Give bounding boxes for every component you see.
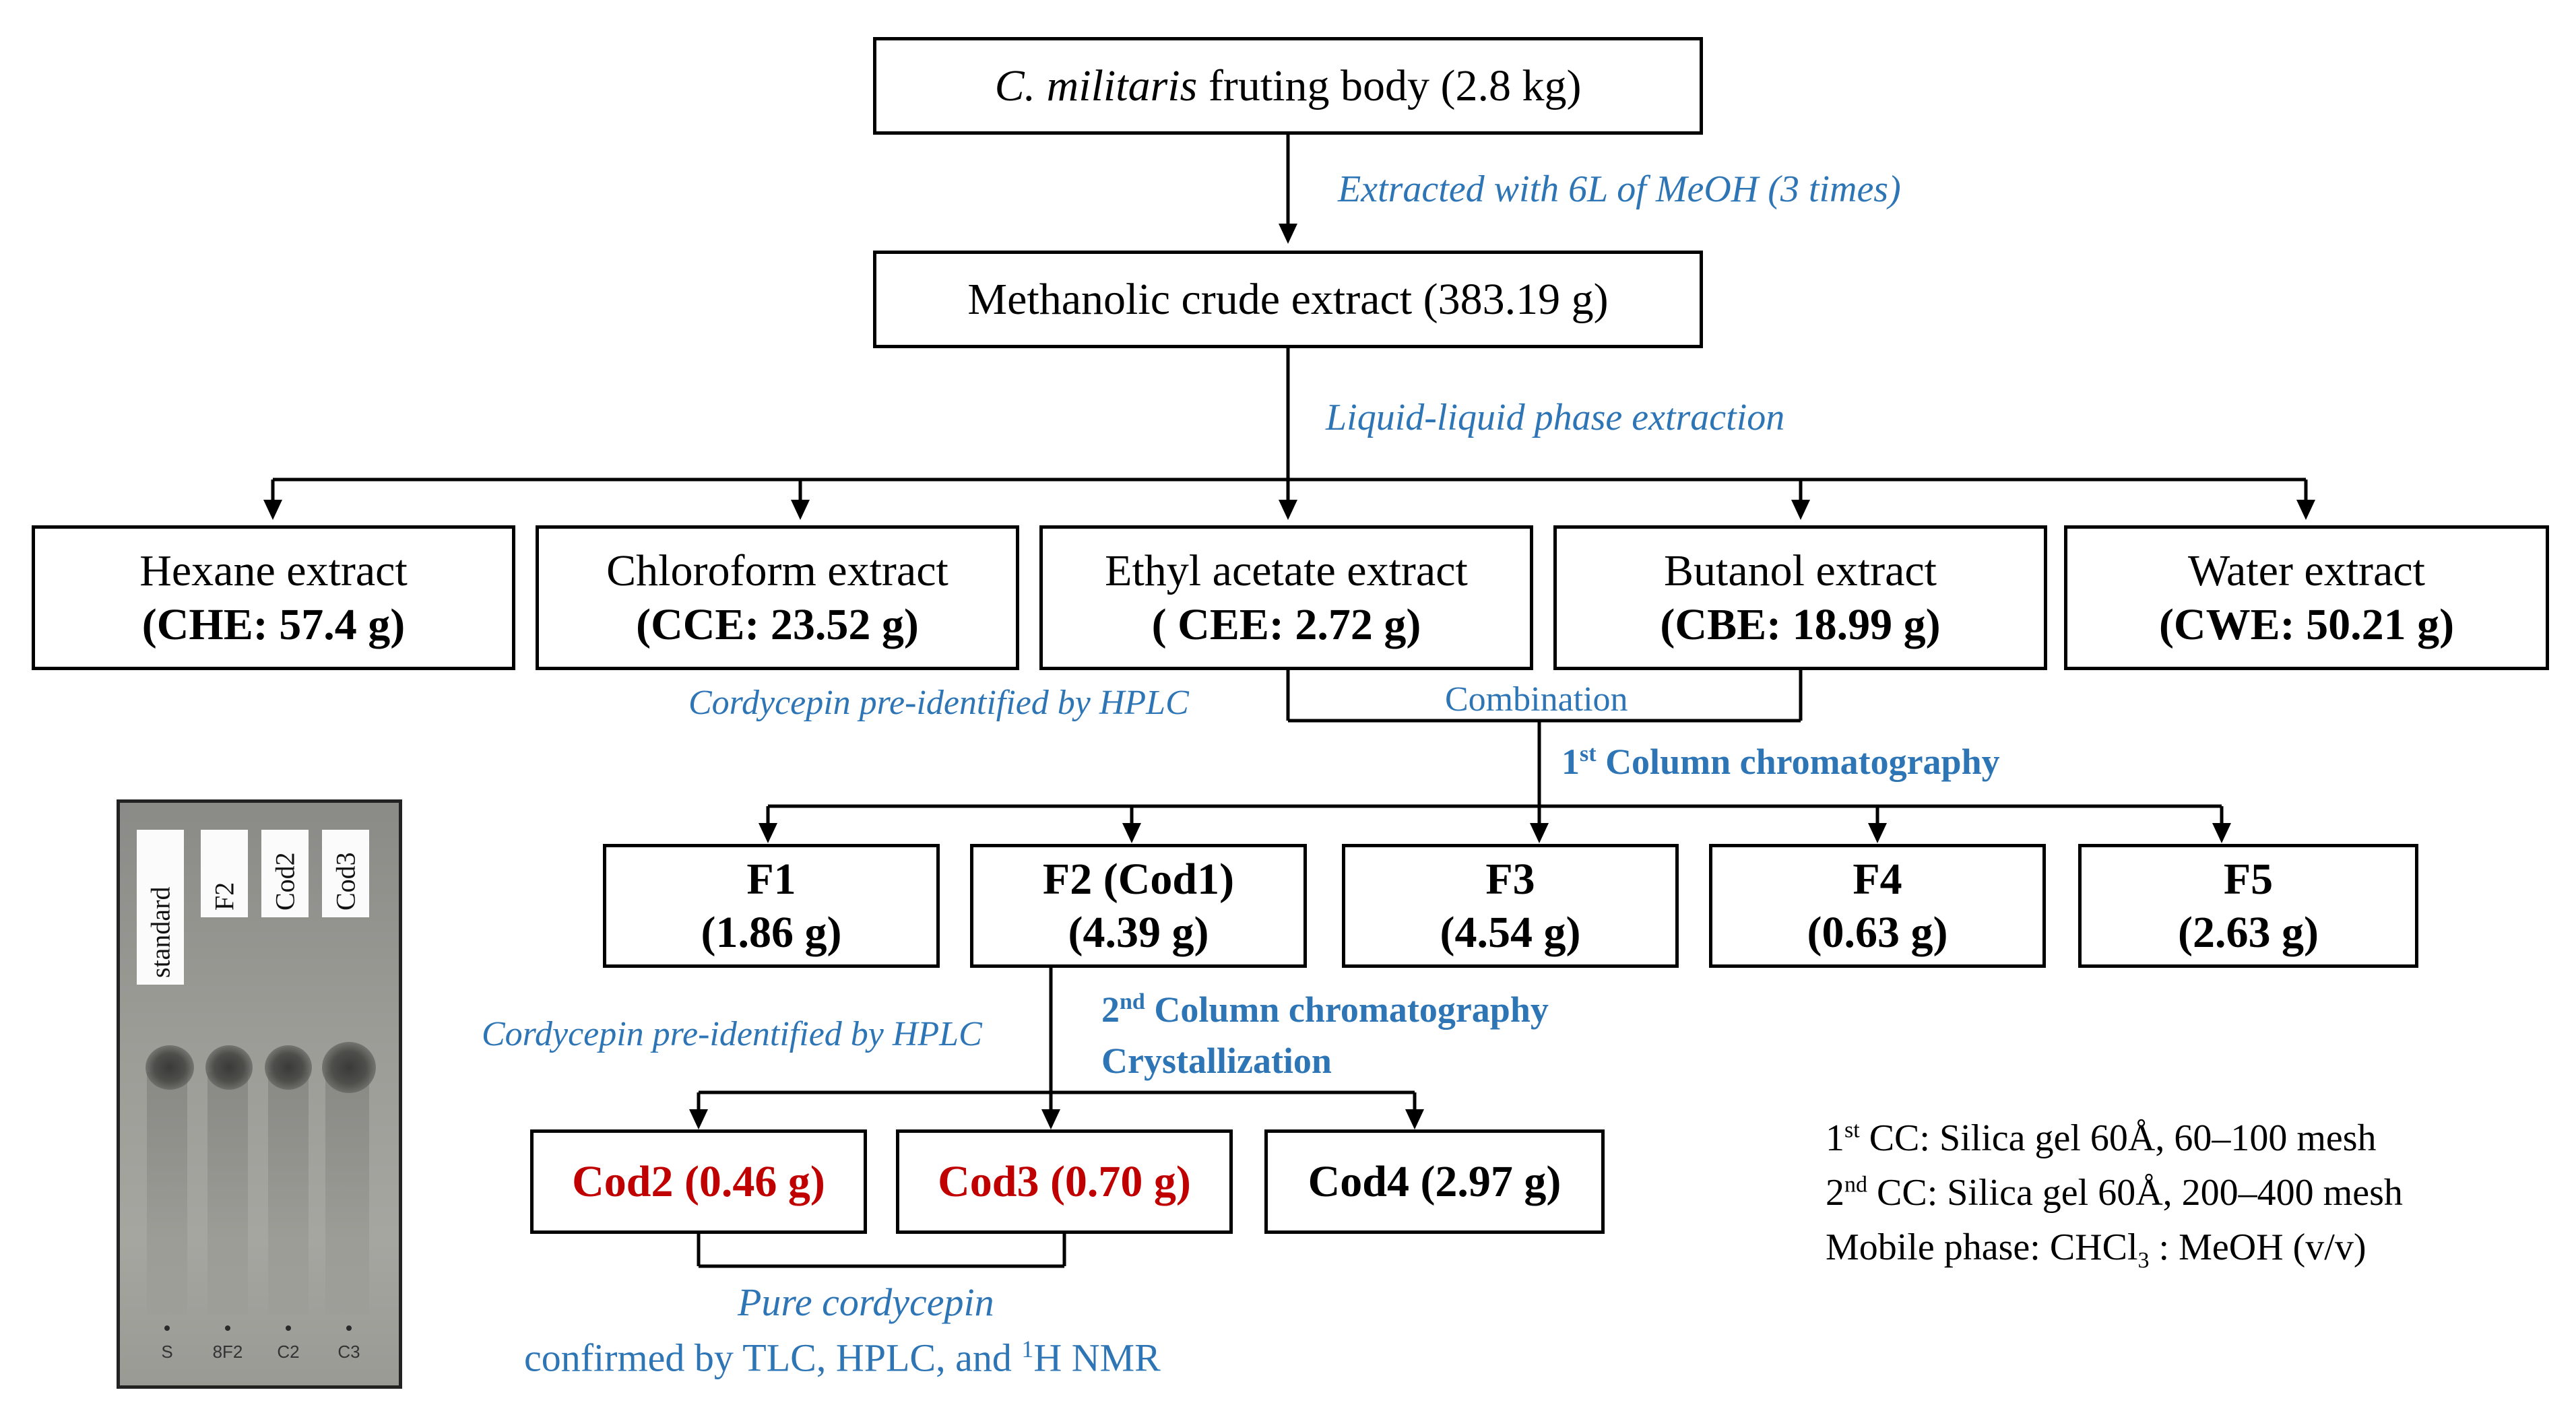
tlc-origin-dot xyxy=(346,1325,352,1331)
confirmation-label: confirmed by TLC, HPLC, and 1H NMR xyxy=(524,1336,1161,1380)
cod3-label: Cod3 (0.70 g) xyxy=(938,1156,1191,1206)
fraction-mass: (0.63 g) xyxy=(1807,908,1948,957)
tlc-spot-cod3 xyxy=(322,1042,376,1093)
tlc-origin-dot xyxy=(225,1325,230,1331)
extract-code: (CHE: 57.4 g) xyxy=(141,599,406,649)
extract-name: Chloroform extract xyxy=(606,546,948,596)
fraction-name: F4 xyxy=(1853,854,1902,904)
tlc-origin-label-f2: 8F2 xyxy=(212,1342,243,1362)
fraction-f3-box: F3 (4.54 g) xyxy=(1342,844,1679,968)
fraction-name: F2 (Cod1) xyxy=(1042,854,1235,904)
extract-name: Water extract xyxy=(2188,546,2425,596)
water-extract-box: Water extract (CWE: 50.21 g) xyxy=(2064,525,2549,670)
extract-code: ( CEE: 2.72 g) xyxy=(1151,599,1421,649)
tlc-lane-label-cod3: Cod3 xyxy=(322,830,369,917)
species-name: C. militaris xyxy=(994,61,1198,110)
cod3-box: Cod3 (0.70 g) xyxy=(896,1129,1233,1234)
fraction-f4-box: F4 (0.63 g) xyxy=(1709,844,2046,968)
butanol-extract-box: Butanol extract (CBE: 18.99 g) xyxy=(1553,525,2047,670)
legend-cc2: 2nd CC: Silica gel 60Å, 200–400 mesh xyxy=(1826,1172,2403,1214)
tlc-spot-cod2 xyxy=(265,1045,312,1090)
tlc-origin-dot xyxy=(286,1325,291,1331)
fraction-mass: (1.86 g) xyxy=(701,908,842,957)
fraction-name: F3 xyxy=(1485,854,1535,904)
fraction-name: F1 xyxy=(746,854,796,904)
extract-name: Butanol extract xyxy=(1663,546,1937,596)
step1-note: Extracted with 6L of MeOH (3 times) xyxy=(1338,168,1901,210)
fraction-mass: (4.54 g) xyxy=(1440,908,1581,957)
extract-code: (CBE: 18.99 g) xyxy=(1660,599,1941,649)
start-box: C. militaris fruting body (2.8 kg) xyxy=(873,37,1703,135)
fraction-mass: (2.63 g) xyxy=(2178,908,2319,957)
conditions-legend: 1st CC: Silica gel 60Å, 60–100 mesh 2nd … xyxy=(1826,1111,2403,1278)
tlc-lane-label-f2: F2 xyxy=(201,830,248,917)
chloroform-extract-box: Chloroform extract (CCE: 23.52 g) xyxy=(536,525,1019,670)
cod2-box: Cod2 (0.46 g) xyxy=(530,1129,867,1234)
ethyl-acetate-extract-box: Ethyl acetate extract ( CEE: 2.72 g) xyxy=(1039,525,1533,670)
cc1-label: 1st Column chromatography xyxy=(1561,742,2000,782)
extract-name: Hexane extract xyxy=(139,546,408,596)
tlc-lane-label-cod2: Cod2 xyxy=(261,830,309,917)
step2-note: Liquid-liquid phase extraction xyxy=(1326,397,1785,438)
cod4-box: Cod4 (2.97 g) xyxy=(1264,1129,1605,1234)
preid-note-2: Cordycepin pre-identified by HPLC xyxy=(482,1015,982,1053)
preid-note-1: Cordycepin pre-identified by HPLC xyxy=(688,684,1189,722)
extract-code: (CWE: 50.21 g) xyxy=(2158,599,2455,649)
fraction-f5-box: F5 (2.63 g) xyxy=(2078,844,2418,968)
tlc-spot-standard xyxy=(146,1045,194,1090)
tlc-origin-label-s: S xyxy=(161,1342,173,1362)
tlc-origin-dot xyxy=(164,1325,170,1331)
fraction-f2-box: F2 (Cod1) (4.39 g) xyxy=(970,844,1307,968)
legend-cc1: 1st CC: Silica gel 60Å, 60–100 mesh xyxy=(1826,1117,2377,1159)
tlc-lane-label-standard: standard xyxy=(137,830,184,985)
start-text: fruting body (2.8 kg) xyxy=(1197,61,1582,110)
arrowheads xyxy=(263,224,2315,1129)
tlc-plate-photo: standard F2 Cod2 Cod3 S 8F2 C2 C3 xyxy=(117,799,402,1389)
combination-label: Combination xyxy=(1445,680,1628,719)
hexane-extract-box: Hexane extract (CHE: 57.4 g) xyxy=(32,525,515,670)
fraction-mass: (4.39 g) xyxy=(1068,908,1209,957)
cod4-label: Cod4 (2.97 g) xyxy=(1308,1156,1561,1206)
legend-mobile-phase: Mobile phase: CHCl3 : MeOH (v/v) xyxy=(1826,1226,2366,1274)
cod2-label: Cod2 (0.46 g) xyxy=(572,1156,825,1206)
tlc-spot-f2 xyxy=(205,1045,253,1090)
fraction-f1-box: F1 (1.86 g) xyxy=(603,844,940,968)
fraction-name: F5 xyxy=(2223,854,2274,904)
tlc-origin-label-c2: C2 xyxy=(277,1342,300,1362)
cc2-label: 2nd Column chromatography Crystallizatio… xyxy=(1101,989,1549,1081)
crude-extract-box: Methanolic crude extract (383.19 g) xyxy=(873,251,1703,348)
pure-cordycepin-label: Pure cordycepin xyxy=(738,1280,994,1324)
extract-name: Ethyl acetate extract xyxy=(1105,546,1468,596)
crude-extract-label: Methanolic crude extract (383.19 g) xyxy=(967,274,1609,324)
extract-code: (CCE: 23.52 g) xyxy=(636,599,919,649)
tlc-origin-label-c3: C3 xyxy=(337,1342,360,1362)
